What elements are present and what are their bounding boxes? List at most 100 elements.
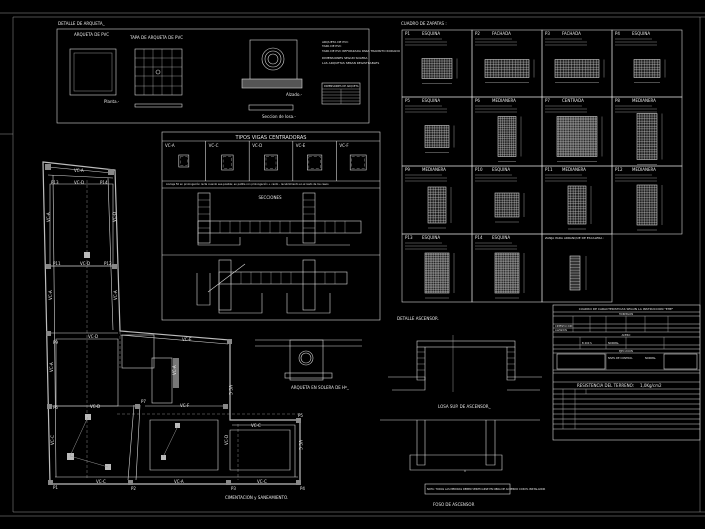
zapata-id: P7 (545, 98, 550, 103)
viga-label: VC-C (209, 143, 219, 148)
svg-text:LAS ARQUETAS SERAN REGISTRABLE: LAS ARQUETAS SERAN REGISTRABLES (322, 61, 379, 65)
svg-text:VC-D: VC-D (224, 435, 229, 445)
svg-text:VC-C: VC-C (298, 440, 303, 450)
zapata-type: MEDIANERA (422, 167, 446, 172)
zapata-type: CENTRADA (562, 98, 584, 103)
viga-label: VC-F (339, 143, 349, 148)
zapata-id: P14 (475, 235, 483, 240)
zapata-id: P8 (615, 98, 620, 103)
viga-type-vc-d: VC-D (248, 141, 278, 181)
zapata-type: ESQUINA (422, 98, 440, 103)
svg-text:TAPA DE PVC REFORZADA PARA TRA: TAPA DE PVC REFORZADA PARA TRANSITO RODA… (321, 49, 401, 53)
pillar-labels: P1 P2 P3 P4 P5 P6 P7 P9 P11 P12 P13 P14 (51, 180, 305, 491)
beam-section (221, 154, 234, 171)
viga-type-vc-e: VC-E (292, 141, 323, 181)
zapata-type: ESQUINA (492, 167, 510, 172)
viga-label: VC-E (296, 143, 306, 148)
viga-type-vc-a: VC-A (165, 143, 190, 168)
svg-text:VC-D: VC-D (80, 261, 90, 266)
svg-text:VC-C: VC-C (228, 385, 233, 395)
zapata-p12: P12 MEDIANERA (611, 165, 683, 235)
svg-text:P14: P14 (100, 180, 108, 185)
svg-text:VC-A: VC-A (46, 212, 51, 222)
zapata-type: FACHADA (492, 31, 511, 36)
svg-text:P3: P3 (231, 486, 236, 491)
zanja-title: ZANJA PARA ARRANQUE DE ESCALERA : (545, 236, 604, 240)
planta-label: Planta.- (104, 99, 120, 104)
zapata-id: P5 (405, 98, 410, 103)
zapata-id: P12 (615, 167, 623, 172)
seccion-label: Seccion de losa.- (262, 114, 296, 119)
svg-text:P7: P7 (141, 399, 146, 404)
manholes (67, 252, 180, 470)
ascensor-note: NOTA: TODAS LAS MEDIDAS DEBEN VERIFICARS… (427, 487, 545, 491)
svg-text:VC-C: VC-C (50, 435, 55, 445)
arqueta-solera-label: ARQUETA EN SOLERA DE Hº_ (291, 385, 350, 390)
svg-text:P5: P5 (298, 413, 303, 418)
zapata-id: P3 (545, 31, 550, 36)
vigas-centradoras: TIPOS VIGAS CENTRADORAS VC-A VC-C VC-D VC-E… (161, 131, 381, 321)
zapata-p11: P11 MEDIANERA (541, 165, 613, 235)
zapata-type: MEDIANERA (632, 98, 656, 103)
vigas-title: TIPOS VIGAS CENTRADORAS (235, 135, 307, 141)
svg-text:VC-A: VC-A (172, 365, 177, 375)
zapata-type: ESQUINA (492, 235, 510, 240)
svg-text:ALZADOS: ALZADOS (555, 328, 567, 332)
svg-text:P12: P12 (104, 261, 112, 266)
zapata-id: P11 (545, 167, 553, 172)
svg-text:EJECUCION: EJECUCION (619, 349, 633, 353)
arqueta-elevation: Alzado.- Seccion de losa.- (241, 39, 303, 119)
zapata-type: MEDIANERA (632, 167, 656, 172)
svg-text:VC-A: VC-A (48, 290, 53, 300)
sheet-frame (0, 12, 705, 517)
vigas-note: Anclaje 50 en prolongación recta cuando … (166, 182, 329, 186)
svg-text:P11: P11 (53, 261, 61, 266)
svg-text:DIMENSIONES DE ARQUETA: DIMENSIONES DE ARQUETA (324, 84, 359, 88)
svg-text:VC-C: VC-C (257, 479, 267, 484)
zapata-type: FACHADA (562, 31, 581, 36)
svg-text:P6: P6 (53, 405, 58, 410)
zapata-id: P2 (475, 31, 480, 36)
alzado-label: Alzado.- (286, 92, 303, 97)
svg-text:ACERO: ACERO (622, 333, 631, 337)
svg-text:1,0Kg/cm2: 1,0Kg/cm2 (640, 383, 662, 388)
zapata-p7: P7 CENTRADA (541, 96, 613, 167)
svg-text:NORMAL: NORMAL (608, 341, 619, 345)
zapata-id: P6 (475, 98, 480, 103)
viga-label: VC-A (165, 143, 175, 148)
zapata-p6: P6 MEDIANERA (471, 96, 543, 167)
svg-text:P1: P1 (53, 485, 58, 490)
zapatas-title: CUADRO DE ZAPATAS : (401, 21, 447, 26)
zapata-type: ESQUINA (632, 31, 650, 36)
zapata-id: P1 (405, 31, 410, 36)
svg-text:VC-D: VC-D (74, 180, 84, 185)
zapata-type: MEDIANERA (492, 98, 516, 103)
beam-section (307, 154, 323, 171)
svg-text:P9: P9 (53, 340, 58, 345)
viga-label: VC-D (252, 143, 262, 148)
zapata-p3: P3 FACHADA (541, 29, 613, 98)
zapata-id: P13 (405, 235, 413, 240)
svg-text:VC-D: VC-D (88, 334, 98, 339)
viga-type-vc-c: VC-C (205, 141, 234, 181)
losa-label: LOSA SUP. DE ASCENSOR_ (438, 404, 492, 409)
svg-text:VC-D: VC-D (90, 404, 100, 409)
arqueta-title: DETALLE DE ARQUETA_ (58, 21, 106, 26)
cover-grid (134, 48, 183, 108)
cover-title: TAPA DE ARQUETA DE PVC (129, 35, 183, 40)
plan-title: CIMENTACION y SANEAMIENTO. (225, 495, 288, 500)
svg-text:CIMENTACION: CIMENTACION (555, 324, 573, 328)
svg-text:NORMAL: NORMAL (645, 356, 656, 360)
arqueta-plan-title: ARQUETA DE PVC (74, 32, 109, 37)
zapata-type: MEDIANERA (562, 167, 586, 172)
svg-text:VC-A: VC-A (49, 362, 54, 372)
svg-text:VC-F: VC-F (180, 403, 190, 408)
ascensor-detail: DETALLE ASCENSOR. LOSA SUP. DE ASCENSOR_… (380, 316, 545, 507)
foso-label: FOSO DE ASCENSOR (433, 502, 475, 507)
svg-text:P4: P4 (300, 486, 305, 491)
zapata-p14: P14 ESQUINA (471, 233, 543, 303)
